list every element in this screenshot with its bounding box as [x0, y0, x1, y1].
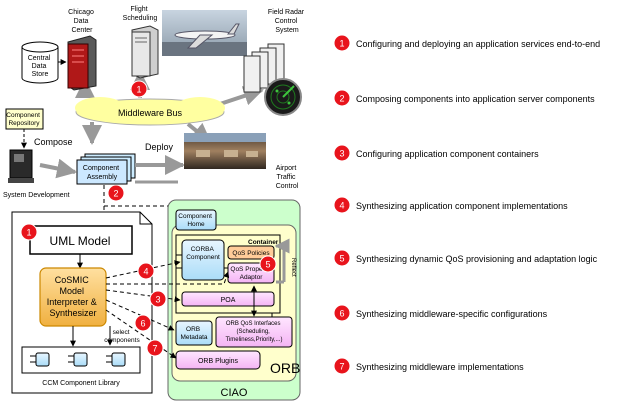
server-icon — [131, 25, 159, 79]
step-text-1: Configuring and deploying an application… — [356, 39, 600, 49]
step-item-4: 4 Synthesizing application component imp… — [333, 196, 568, 214]
step-item-6: 6 Synthesizing middleware-specific confi… — [333, 304, 548, 322]
orb-qos-label: ORB QoS Interfaces (Scheduling, Timeline… — [225, 321, 282, 343]
svg-text:4: 4 — [339, 201, 344, 211]
svg-text:7: 7 — [152, 344, 157, 354]
sys-dev-label: System Development — [3, 192, 70, 199]
svg-text:6: 6 — [339, 309, 344, 319]
atc-label: Airport Traffic Control — [276, 165, 299, 190]
library-components — [30, 352, 126, 367]
deploy-label: Deploy — [145, 142, 174, 152]
step-text-6: Synthesizing middleware-specific configu… — [356, 309, 548, 319]
badge-6: 6 — [134, 314, 152, 332]
orb-label: ORB — [270, 360, 300, 376]
compose-label: Compose — [34, 137, 73, 147]
step-item-1: 1 Configuring and deploying an applicati… — [333, 34, 600, 52]
middleware-bus-label: Middleware Bus — [118, 108, 183, 118]
qos-policies — [227, 245, 275, 260]
component-assembly — [76, 153, 136, 185]
orb-metadata — [175, 320, 213, 346]
field-radar-label: Field Radar Control System — [268, 9, 306, 34]
orb-plugins — [175, 350, 261, 370]
radar-icon — [264, 78, 302, 116]
svg-text:3: 3 — [339, 149, 344, 159]
svg-text:2: 2 — [339, 94, 344, 104]
svg-text:4: 4 — [143, 267, 148, 277]
svg-text:1: 1 — [136, 85, 141, 95]
control-tower-photo — [184, 133, 266, 169]
badge-5: 5 — [259, 255, 277, 273]
reflect-label: Reflect — [290, 258, 296, 277]
corba-component — [181, 239, 225, 281]
database-icon — [21, 41, 59, 84]
step-text-5: Synthesizing dynamic QoS provisioning an… — [356, 254, 598, 264]
svg-text:6: 6 — [140, 319, 145, 329]
svg-text:1: 1 — [26, 228, 31, 238]
flight-sched-label: Flight Scheduling — [123, 6, 158, 22]
svg-text:2: 2 — [113, 189, 118, 199]
step-text-7: Synthesizing middleware implementations — [356, 362, 524, 372]
step-item-2: 2 Composing components into application … — [333, 89, 595, 107]
orb-qos-interfaces — [215, 316, 293, 348]
step-item-7: 7 Synthesizing middleware implementation… — [333, 357, 524, 375]
comp-assembly-label: Component Assembly — [83, 165, 121, 181]
chicago-dc-label: Chicago Data Center — [68, 9, 96, 34]
select-label: select components — [104, 329, 140, 344]
airplane-photo — [162, 10, 247, 56]
qos-policies-label: QoS Policies — [232, 250, 270, 257]
badge-4: 4 — [137, 262, 155, 280]
svg-text:7: 7 — [339, 362, 344, 372]
central-store-label: Central Data Store — [28, 55, 53, 78]
computer-icon — [8, 149, 34, 183]
svg-text:5: 5 — [265, 260, 270, 270]
uml-model-label: UML Model — [50, 234, 111, 248]
uml-model-box — [29, 225, 133, 255]
step-text-4: Synthesizing application component imple… — [356, 201, 568, 211]
svg-text:1: 1 — [339, 39, 344, 49]
orb-meta-label: ORB Metadata — [180, 326, 207, 341]
comp-home-label: Component Home — [178, 213, 213, 228]
step-text-3: Configuring application component contai… — [356, 149, 539, 159]
badge-7: 7 — [146, 339, 164, 357]
ciao-label: CIAO — [221, 387, 248, 399]
orb-plugins-label: ORB Plugins — [198, 358, 239, 365]
ccm-library-label: CCM Component Library — [42, 380, 120, 387]
svg-text:3: 3 — [155, 295, 160, 305]
corba-comp-label: CORBA Component — [186, 246, 220, 261]
badge-1-uml: 1 — [20, 223, 38, 241]
component-home — [175, 209, 217, 231]
cosmic-label: CoSMIC Model Interpreter & Synthesizer — [47, 275, 100, 318]
badge-1-top: 1 — [130, 80, 148, 98]
qos-prop-label: QoS Property Adaptor — [230, 266, 271, 281]
step-list: 1 Configuring and deploying an applicati… — [333, 34, 600, 375]
step-item-3: 3 Configuring application component cont… — [333, 144, 539, 162]
step-item-5: 5 Synthesizing dynamic QoS provisioning … — [333, 249, 598, 267]
step-text-2: Composing components into application se… — [356, 94, 595, 104]
server-icon — [67, 35, 97, 91]
server-icon — [243, 43, 285, 93]
svg-text:5: 5 — [339, 254, 344, 264]
badge-3: 3 — [149, 290, 167, 308]
container-label: Container — [248, 239, 279, 246]
badge-2: 2 — [107, 184, 125, 202]
middleware-bus: Middleware Bus — [75, 97, 225, 126]
comp-repo-label: Component Repository — [6, 112, 41, 127]
poa-label: POA — [221, 297, 236, 304]
